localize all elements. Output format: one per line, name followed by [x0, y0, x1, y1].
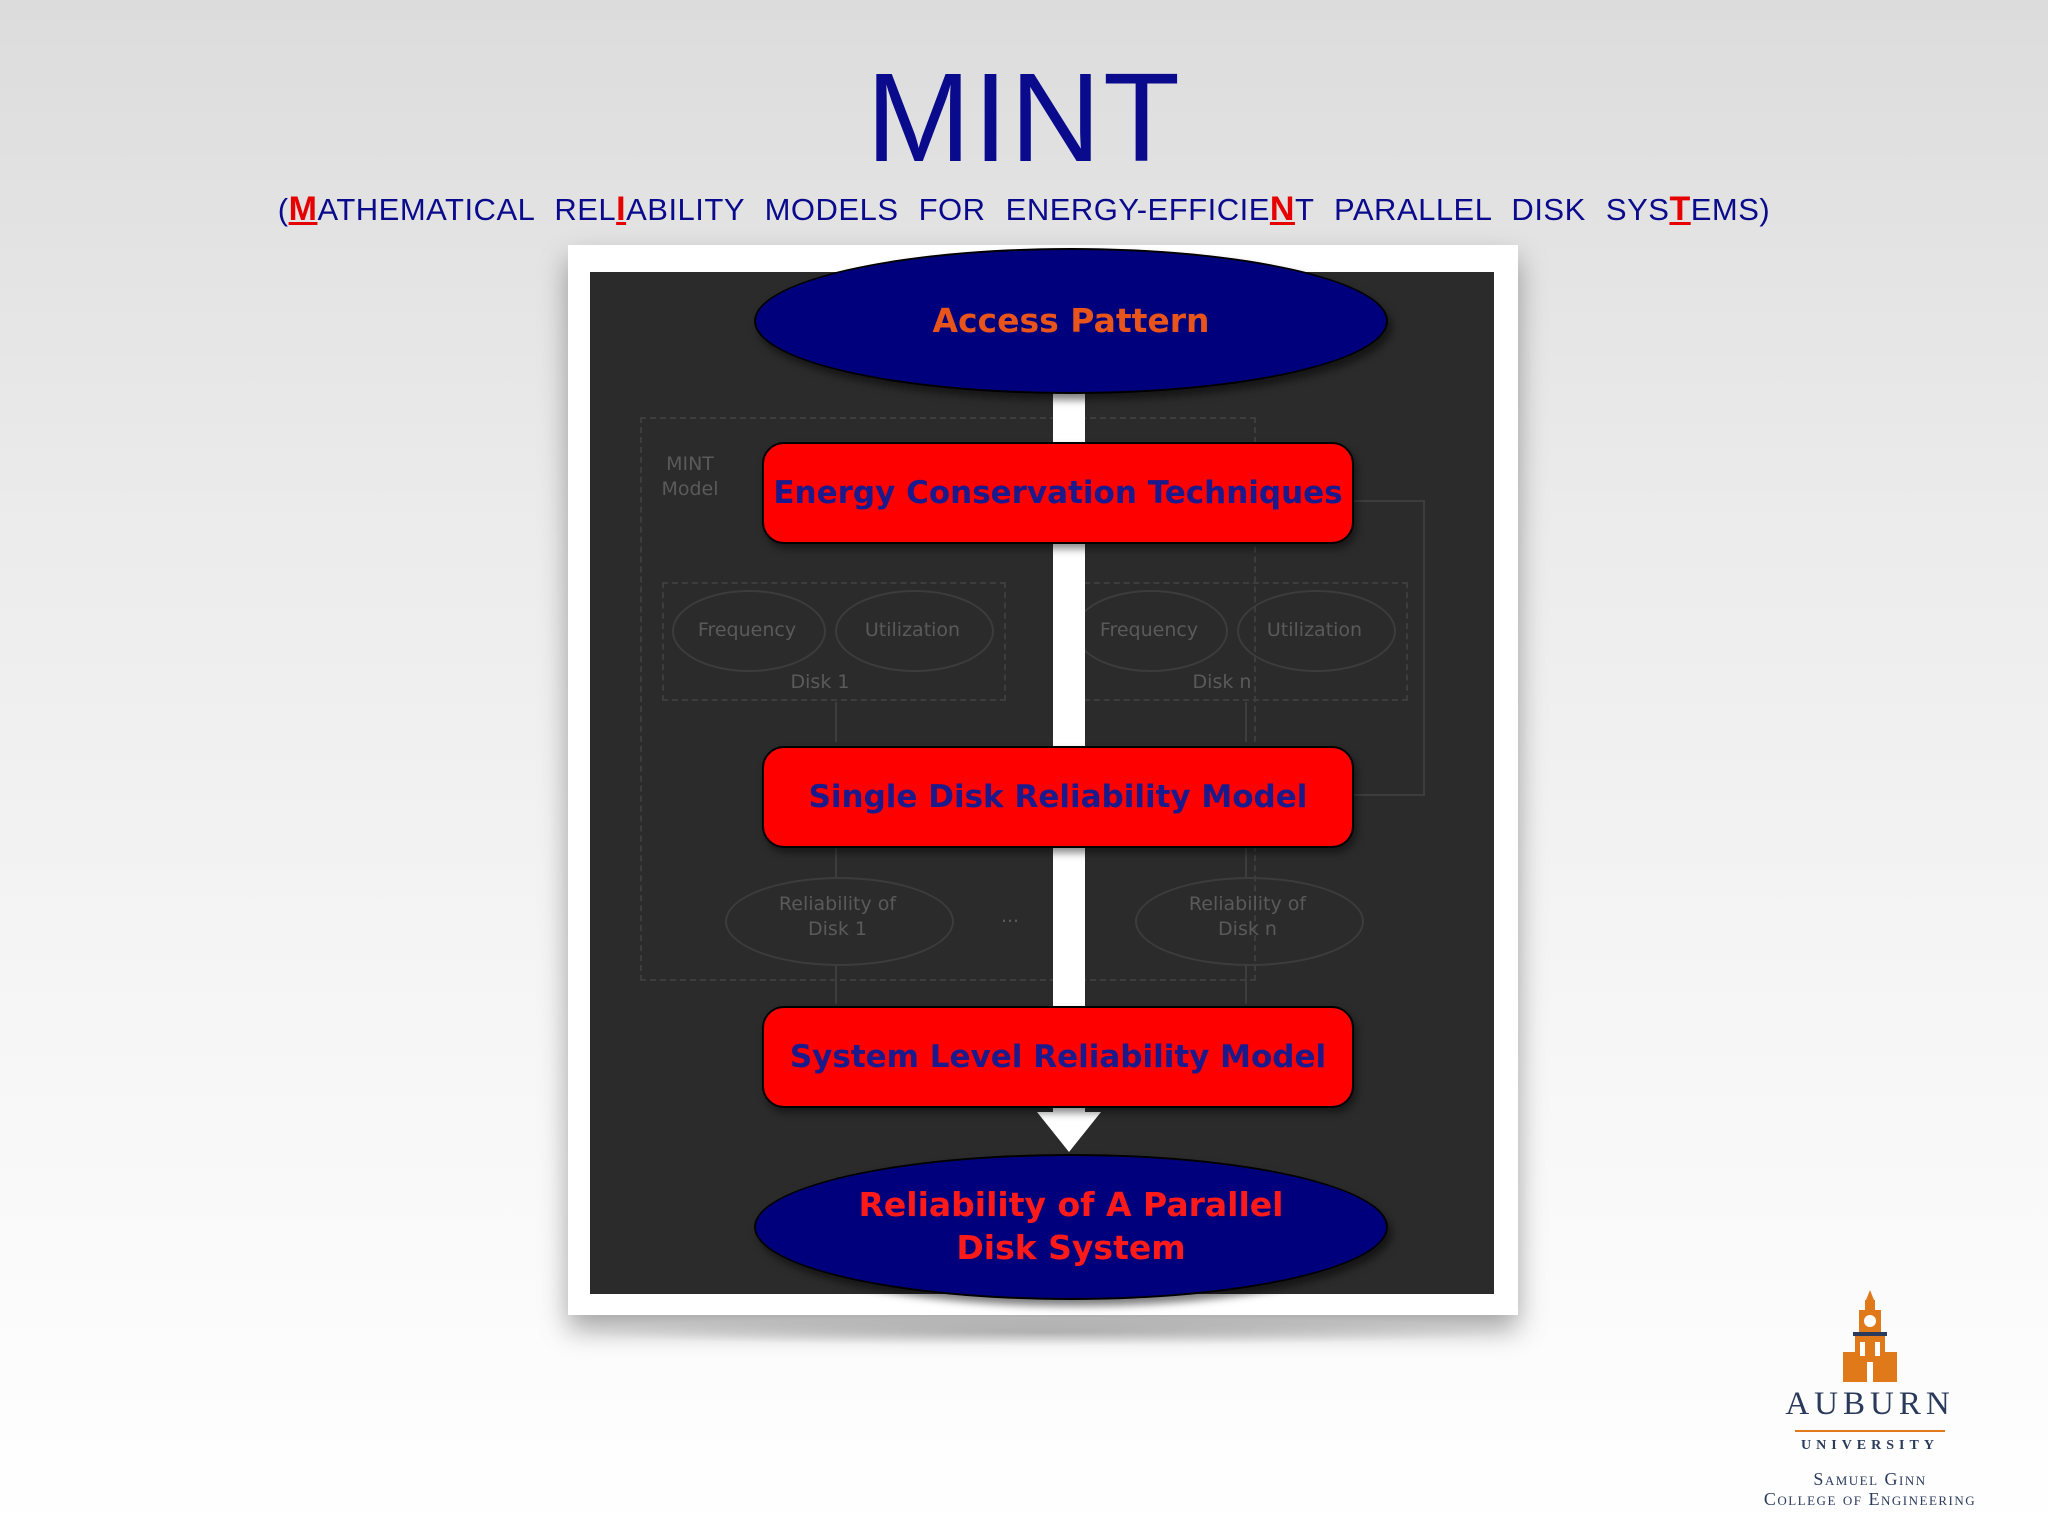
utilization-label-diskn: Utilization	[1266, 619, 1363, 641]
utilization-ellipse-disk1	[835, 590, 994, 672]
parallel-disk-reliability-line2: Disk System	[956, 1228, 1186, 1267]
diskn-label: Disk n	[1192, 671, 1252, 693]
reliability-disk1-line: Reliability of	[778, 893, 897, 915]
subtitle-part: ABILITY MODELS FOR ENERGY-EFFICIE	[626, 192, 1270, 227]
subtitle-acronym-letter: T	[1669, 190, 1691, 228]
college-line: College of Engineering	[1763, 1488, 1977, 1509]
slide-subtitle: (MATHEMATICAL RELIABILITY MODELS FOR ENE…	[0, 190, 2048, 229]
mint-label-line: MINT	[666, 453, 714, 475]
access-pattern-label: Access Pattern	[932, 300, 1210, 340]
subtitle-part: T PARALLEL DISK SYS	[1294, 192, 1670, 227]
connector-line	[1245, 842, 1247, 877]
disk1-group	[662, 582, 1006, 701]
auburn-name: AUBURN	[1785, 1386, 1955, 1422]
system-level-reliability-box: System Level Reliability Model	[762, 1006, 1354, 1108]
reliability-diskn-line: Disk n	[1218, 917, 1277, 940]
single-disk-reliability-label: Single Disk Reliability Model	[808, 779, 1308, 815]
connector-line	[1245, 702, 1247, 742]
subtitle-part: (	[277, 192, 289, 227]
subtitle-acronym-letter: N	[1269, 190, 1295, 228]
utilization-label-disk1: Utilization	[864, 619, 961, 641]
energy-conservation-box: Energy Conservation Techniques	[762, 442, 1354, 544]
reliability-disk1-line: Disk 1	[808, 917, 867, 940]
model-label-line: Model	[661, 477, 719, 500]
connector-line	[835, 964, 837, 1004]
ellipsis-label: ...	[1000, 905, 1020, 927]
college-line: Samuel Ginn	[1813, 1469, 1927, 1489]
flow-arrow-head	[1037, 1112, 1101, 1152]
reliability-diskn-ellipse	[1135, 877, 1364, 966]
subtitle-acronym-letter: I	[616, 190, 627, 228]
reliability-diskn-line: Reliability of	[1188, 893, 1307, 915]
connector-line	[1423, 500, 1425, 796]
utilization-ellipse-diskn	[1237, 590, 1396, 672]
logo-divider	[1795, 1430, 1945, 1432]
connector-line	[1245, 964, 1247, 1004]
reliability-disk1-ellipse	[725, 877, 954, 966]
system-level-reliability-label: System Level Reliability Model	[789, 1039, 1327, 1075]
access-pattern-node: Access Pattern	[754, 248, 1388, 394]
slide-title: MINT	[866, 47, 1182, 188]
tower-icon	[1843, 1290, 1897, 1382]
energy-conservation-label: Energy Conservation Techniques	[773, 475, 1343, 511]
subtitle-acronym-letter: M	[288, 190, 318, 228]
subtitle-part: ATHEMATICAL REL	[317, 192, 617, 227]
frequency-ellipse-disk1	[672, 590, 826, 672]
connector-line	[835, 702, 837, 742]
single-disk-reliability-box: Single Disk Reliability Model	[762, 746, 1354, 848]
frequency-label-diskn: Frequency	[1099, 619, 1199, 641]
university-label: UNIVERSITY	[1801, 1438, 1939, 1453]
parallel-disk-reliability-line1: Reliability of A Parallel	[858, 1185, 1284, 1225]
connector-line	[835, 842, 837, 877]
connector-line	[1350, 500, 1425, 502]
frequency-label-disk1: Frequency	[697, 619, 797, 641]
connector-line	[1350, 794, 1425, 796]
frame-reflection	[570, 1318, 1516, 1346]
disk1-label: Disk 1	[790, 671, 850, 693]
subtitle-part: EMS)	[1690, 192, 1771, 227]
